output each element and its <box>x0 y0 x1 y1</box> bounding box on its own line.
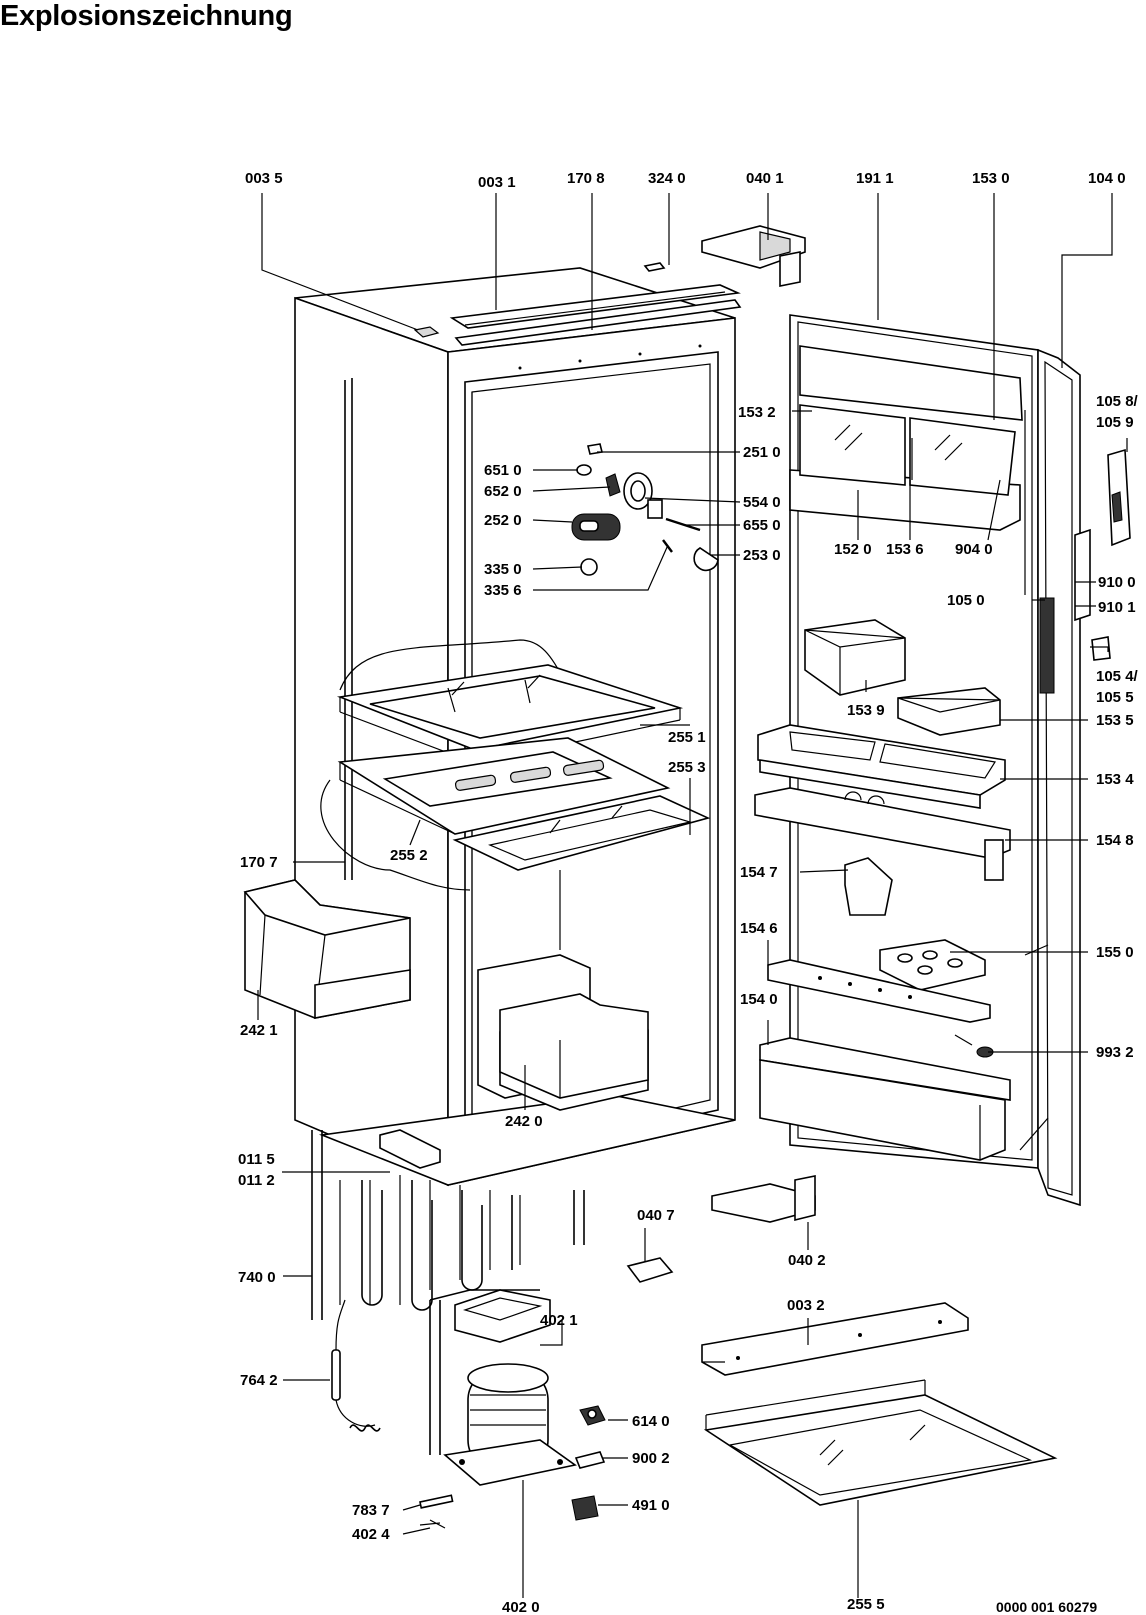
label-4910: 491 0 <box>632 1497 670 1514</box>
label-0031: 003 1 <box>478 174 516 191</box>
top-cover-strip <box>449 284 742 346</box>
label-6520: 652 0 <box>484 483 522 500</box>
part-block-0035 <box>413 326 440 338</box>
drip-tray <box>454 1289 551 1343</box>
label-9100: 910 0 <box>1098 574 1136 591</box>
label-1707: 170 7 <box>240 854 278 871</box>
label-1532: 153 2 <box>738 404 776 421</box>
label-1547: 154 7 <box>740 864 778 881</box>
label-0402: 040 2 <box>788 1252 826 1269</box>
capillary-sensor <box>331 1299 381 1432</box>
page-title: Explosionszeichnung <box>0 0 293 32</box>
door-egg-block <box>844 857 893 916</box>
label-1055: 105 5 <box>1096 689 1134 706</box>
base-cover <box>701 1302 969 1376</box>
bottom-hinge <box>711 1175 816 1223</box>
label-6510: 651 0 <box>484 462 522 479</box>
label-0035: 003 5 <box>245 170 283 187</box>
vegetable-drawer-right <box>477 954 649 1111</box>
door-shelf-top <box>757 724 1006 809</box>
door-rail <box>754 787 1011 881</box>
light-bulb <box>954 1034 994 1058</box>
part-labels: 003 5 003 1 170 8 324 0 040 1 191 1 153 … <box>238 170 1139 1615</box>
label-7400: 740 0 <box>238 1269 276 1286</box>
label-1535: 153 5 <box>1096 712 1134 729</box>
door-small-boxes <box>804 619 1001 736</box>
label-1536: 153 6 <box>886 541 924 558</box>
label-0032: 003 2 <box>787 1297 825 1314</box>
label-2551: 255 1 <box>668 729 706 746</box>
label-9040: 904 0 <box>955 541 993 558</box>
label-0115: 011 5 <box>238 1151 275 1168</box>
compressor <box>429 1289 577 1486</box>
label-4021: 402 1 <box>540 1312 578 1329</box>
label-1546: 154 6 <box>740 920 778 937</box>
label-9932: 993 2 <box>1096 1044 1134 1061</box>
label-2421: 242 1 <box>240 1022 278 1039</box>
label-3350: 335 0 <box>484 561 522 578</box>
label-4024: 402 4 <box>352 1526 390 1543</box>
label-1911: 191 1 <box>856 170 894 187</box>
label-1534: 153 4 <box>1096 771 1134 788</box>
label-1548: 154 8 <box>1096 832 1134 849</box>
vegetable-drawer-left <box>243 879 411 1019</box>
label-1708: 170 8 <box>567 170 605 187</box>
label-2520: 252 0 <box>484 512 522 529</box>
label-2530: 253 0 <box>743 547 781 564</box>
label-1040: 104 0 <box>1088 170 1126 187</box>
top-hinge <box>701 225 806 287</box>
label-9002: 900 2 <box>632 1450 670 1467</box>
glass-shelf-lower <box>320 737 711 950</box>
label-1539: 153 9 <box>847 702 885 719</box>
label-1530: 153 0 <box>972 170 1010 187</box>
label-0407: 040 7 <box>637 1207 675 1224</box>
label-1520: 152 0 <box>834 541 872 558</box>
label-1550: 155 0 <box>1096 944 1134 961</box>
part-clip-3240 <box>643 262 666 272</box>
label-1054: 105 4/ <box>1096 668 1139 685</box>
label-0112: 011 2 <box>238 1172 275 1189</box>
thermostat-parts <box>571 443 719 576</box>
leader-lines <box>257 193 1128 1598</box>
bottom-glass-shelf <box>703 1379 1058 1506</box>
label-2552: 255 2 <box>390 847 428 864</box>
label-3356: 335 6 <box>484 582 522 599</box>
label-9101: 910 1 <box>1098 599 1136 616</box>
label-2420: 242 0 <box>505 1113 543 1130</box>
label-1050: 105 0 <box>947 592 985 609</box>
condenser <box>311 1130 585 1320</box>
label-5540: 554 0 <box>743 494 781 511</box>
label-7837: 783 7 <box>352 1502 390 1519</box>
label-2553: 255 3 <box>668 759 706 776</box>
door-handle-parts <box>1039 448 1131 694</box>
bottom-bracket <box>626 1257 674 1283</box>
label-3240: 324 0 <box>648 170 686 187</box>
label-1059: 105 9 <box>1096 414 1134 431</box>
door-dairy-compartment <box>789 345 1023 531</box>
label-1058: 105 8/ <box>1096 393 1139 410</box>
bottom-rail <box>379 1129 441 1169</box>
electrical-parts <box>419 1405 606 1529</box>
bottle-rail <box>767 959 991 1023</box>
label-0401: 040 1 <box>746 170 784 187</box>
label-2510: 251 0 <box>743 444 781 461</box>
label-6140: 614 0 <box>632 1413 670 1430</box>
label-2555: 255 5 <box>847 1596 885 1613</box>
label-1540: 154 0 <box>740 991 778 1008</box>
label-4020: 402 0 <box>502 1599 540 1615</box>
label-6550: 655 0 <box>743 517 781 534</box>
document-number: 0000 001 60279 <box>996 1599 1097 1615</box>
label-7642: 764 2 <box>240 1372 278 1389</box>
bottle-shelf <box>759 1037 1011 1161</box>
